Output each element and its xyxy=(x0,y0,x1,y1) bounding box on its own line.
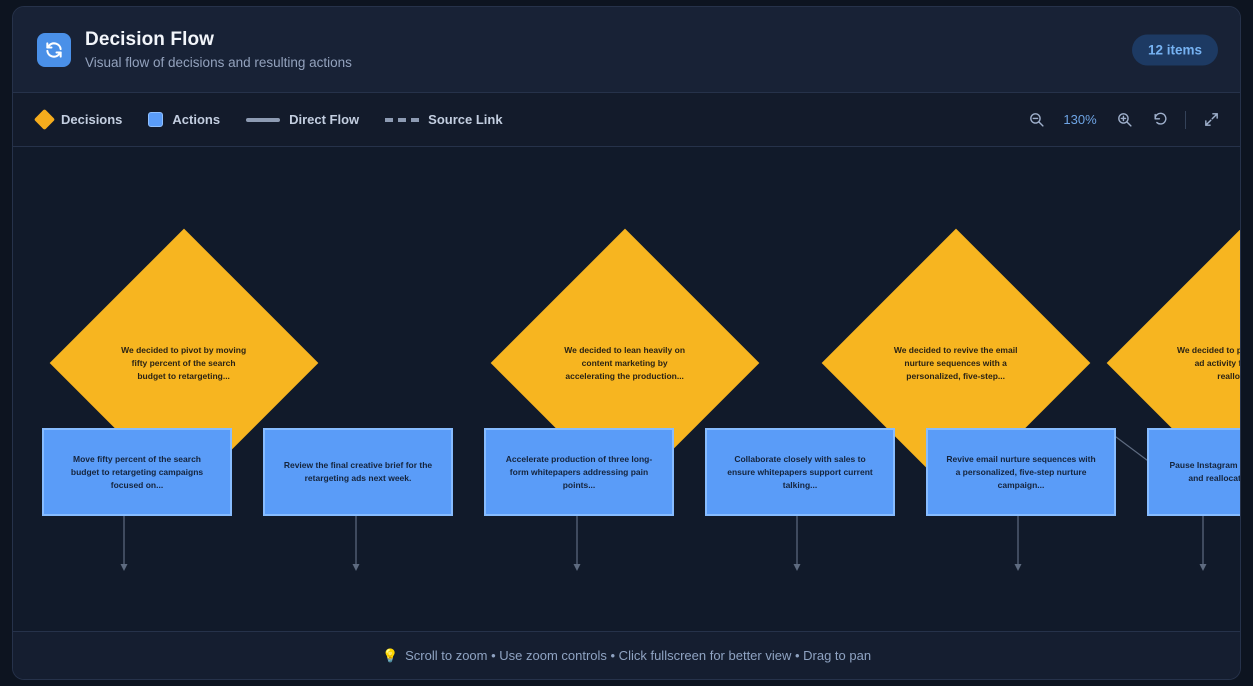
reset-rotate-icon[interactable] xyxy=(1149,109,1171,131)
arrowheads xyxy=(120,564,1207,571)
action-node[interactable]: Pause Instagram ad activity for now and … xyxy=(1147,428,1240,516)
zoom-out-icon[interactable] xyxy=(1025,109,1047,131)
decision-node-text: We decided to pause Instagram ad activit… xyxy=(1177,344,1240,381)
action-node[interactable]: Accelerate production of three long-form… xyxy=(484,428,674,516)
legend-item-direct-flow: Direct Flow xyxy=(246,112,359,127)
action-node-text: Collaborate closely with sales to ensure… xyxy=(727,453,873,490)
zoom-in-icon[interactable] xyxy=(1113,109,1135,131)
legend-item-actions: Actions xyxy=(148,112,220,127)
page-title: Decision Flow xyxy=(85,28,215,50)
diagram-panel: Decision Flow Visual flow of decisions a… xyxy=(12,6,1241,680)
legend-label-actions: Actions xyxy=(172,112,221,127)
square-swatch-icon xyxy=(148,112,164,127)
legend-item-source-link: Source Link xyxy=(385,112,503,127)
action-node-text: Accelerate production of three long-form… xyxy=(505,453,653,490)
header-text-group: Decision Flow Visual flow of decisions a… xyxy=(85,29,352,71)
action-node-text: Review the final creative brief for the … xyxy=(283,460,433,483)
decision-node-text: We decided to lean heavily on content ma… xyxy=(564,344,686,381)
dashed-line-swatch-icon xyxy=(385,117,420,122)
decision-node-text: We decided to pivot by moving fifty perc… xyxy=(121,344,247,381)
item-count-badge: 12 items xyxy=(1131,34,1218,65)
legend-label-source-link: Source Link xyxy=(428,112,503,127)
solid-line-swatch-icon xyxy=(246,117,281,122)
lightbulb-icon: 💡 xyxy=(381,647,399,663)
action-node-text: Move fifty percent of the search budget … xyxy=(70,453,204,490)
canvas-hint-bar: 💡 Scroll to zoom • Use zoom controls • C… xyxy=(13,631,1240,679)
action-node[interactable]: Revive email nurture sequences with a pe… xyxy=(926,428,1116,516)
fullscreen-expand-icon[interactable] xyxy=(1200,109,1222,131)
diamond-swatch-icon xyxy=(33,108,56,131)
zoom-level-value: 130% xyxy=(1063,112,1097,127)
legend-item-decisions: Decisions xyxy=(33,108,123,131)
legend-label-decisions: Decisions xyxy=(61,112,123,127)
legend: Decisions Actions Direct Flow Source Lin… xyxy=(33,108,503,131)
action-node-text: Revive email nurture sequences with a pe… xyxy=(946,453,1096,490)
toolbar-divider xyxy=(1185,110,1186,129)
decision-node-text: We decided to revive the email nurture s… xyxy=(894,344,1018,381)
action-node[interactable]: Review the final creative brief for the … xyxy=(263,428,453,516)
action-node-text: Pause Instagram ad activity for now and … xyxy=(1169,460,1240,483)
legend-label-direct-flow: Direct Flow xyxy=(289,112,360,127)
flow-canvas[interactable]: We decided to pivot by moving fifty perc… xyxy=(13,147,1240,631)
legend-toolbar: Decisions Actions Direct Flow Source Lin… xyxy=(13,93,1240,147)
action-node[interactable]: Move fifty percent of the search budget … xyxy=(42,428,232,516)
action-node[interactable]: Collaborate closely with sales to ensure… xyxy=(705,428,895,516)
sync-refresh-icon xyxy=(37,32,71,67)
hint-text: Scroll to zoom • Use zoom controls • Cli… xyxy=(405,648,872,663)
panel-header: Decision Flow Visual flow of decisions a… xyxy=(13,7,1240,93)
page-subtitle: Visual flow of decisions and resulting a… xyxy=(85,54,352,70)
zoom-controls: 130% xyxy=(1025,109,1222,131)
